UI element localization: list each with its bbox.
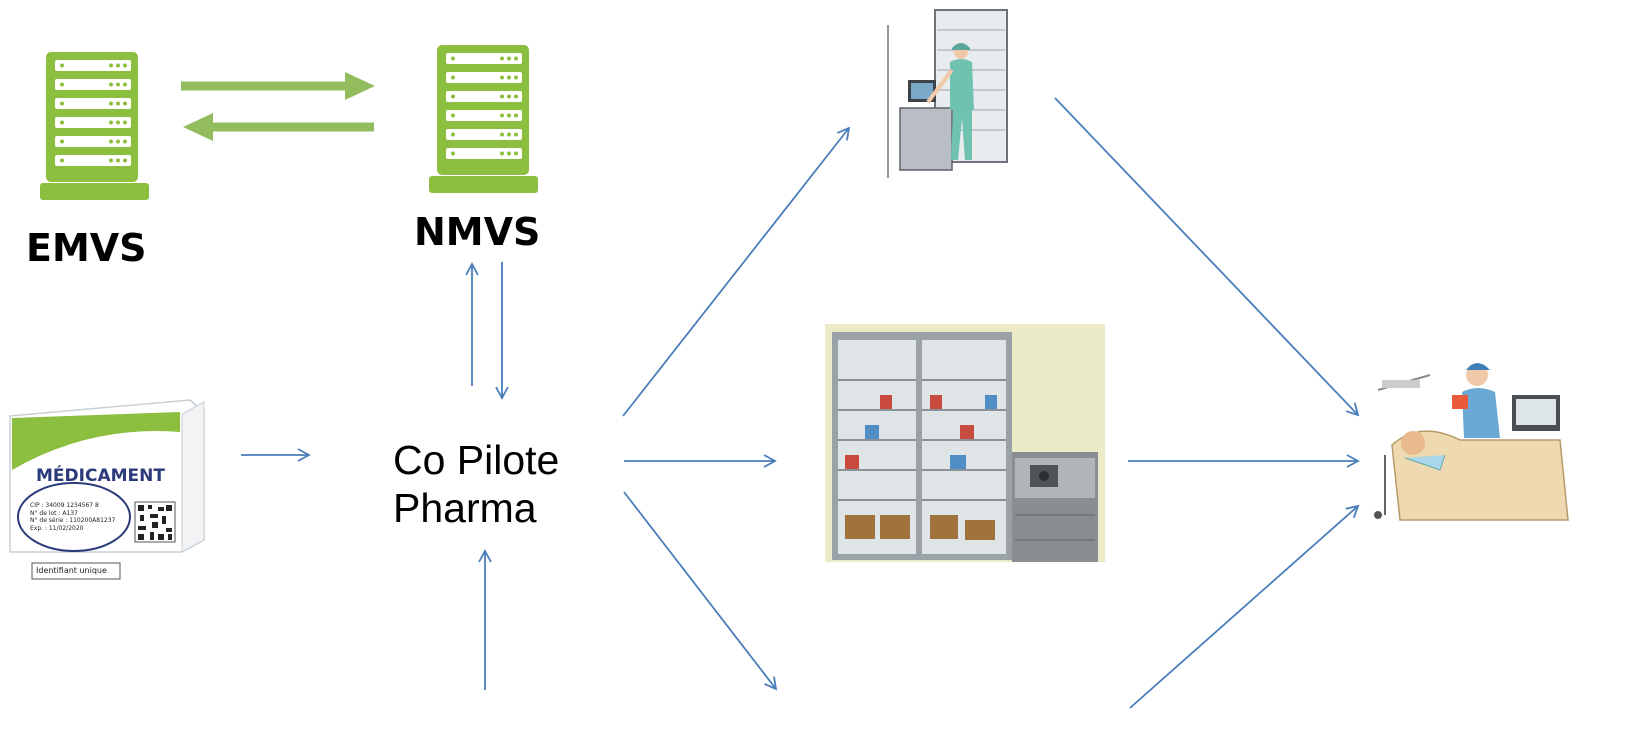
emvs-label: EMVS bbox=[26, 226, 147, 270]
bedside-nurse-image bbox=[1370, 350, 1630, 522]
exp-text: Exp. : 11/02/2020 bbox=[30, 524, 84, 532]
cip-text: CIP : 34009 1234567 8 bbox=[30, 502, 99, 509]
pharmacy-cabinet-image bbox=[825, 324, 1105, 562]
nmvs-to-emvs-arrow bbox=[183, 113, 374, 141]
emvs-to-nmvs-arrow bbox=[181, 72, 375, 100]
pharmacist-cabinet-image bbox=[887, 9, 1012, 178]
unique-identifier-tag: Identifiant unique bbox=[36, 566, 107, 575]
nmvs-server-icon bbox=[429, 45, 538, 193]
medicine-brand-text: MÉDICAMENT bbox=[36, 466, 165, 486]
medicine-box-image bbox=[9, 399, 205, 580]
copilote-to-cabinet-top-arrow bbox=[622, 126, 851, 417]
lot-text: N° de lot : A137 bbox=[30, 509, 78, 517]
cabinet-top-to-patient-arrow bbox=[1054, 97, 1360, 417]
pharma-line: Pharma bbox=[393, 485, 537, 531]
co-pilote-line: Co Pilote bbox=[393, 437, 560, 483]
serial-text: N° de série : 110200A81237 bbox=[30, 517, 116, 524]
copilote-to-bottom-arrow bbox=[623, 491, 778, 691]
bottom-to-patient-arrow bbox=[1129, 504, 1360, 709]
medicine-info: CIP : 34009 1234567 8 N° de lot : A137 N… bbox=[30, 502, 115, 532]
nmvs-label: NMVS bbox=[414, 210, 541, 254]
co-pilote-pharma-label: Co Pilote Pharma bbox=[393, 436, 559, 532]
emvs-server-icon bbox=[40, 52, 149, 200]
